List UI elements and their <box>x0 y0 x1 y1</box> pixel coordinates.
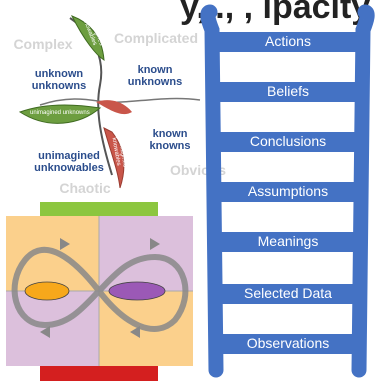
cynefin-diagram: Complex Complicated Obvious Chaotic unkn… <box>0 0 226 200</box>
domain-complicated: Complicated <box>113 30 198 46</box>
rung-5 <box>216 232 360 252</box>
rung-label-conclusions: Conclusions <box>249 133 327 149</box>
rung-6 <box>216 284 360 304</box>
domain-complex: Complex <box>13 36 73 52</box>
tag-left: unimagined unknowns <box>30 110 90 116</box>
right-oval <box>108 281 166 301</box>
rung-2 <box>215 82 361 102</box>
quadrant-known-knowns: known knowns <box>149 128 191 152</box>
quadrant-known-unknowns: known unknowns <box>127 64 183 88</box>
left-oval <box>24 281 70 301</box>
infinity-loop <box>11 246 189 332</box>
rung-1 <box>214 32 362 52</box>
rung-label-beliefs: Beliefs <box>266 83 310 99</box>
infinity-diagram <box>0 200 200 381</box>
ladder <box>190 0 385 381</box>
rung-label-selected-data: Selected Data <box>244 285 332 301</box>
ladder-svg <box>200 4 375 378</box>
quadrant-unimagined-unknowables: unimagined unknowables <box>34 150 104 174</box>
rung-label-assumptions: Assumptions <box>247 183 329 199</box>
rung-label-actions: Actions <box>265 33 311 49</box>
rung-label-meanings: Meanings <box>257 233 319 249</box>
infinity-svg <box>6 202 193 381</box>
rung-4 <box>215 182 361 202</box>
rung-3 <box>215 132 361 152</box>
rung-label-observations: Observations <box>246 335 330 351</box>
bottom-red-bar <box>40 366 158 381</box>
top-green-bar <box>40 202 158 216</box>
rung-7 <box>216 334 360 354</box>
cynefin-svg <box>18 15 201 189</box>
domain-chaotic: Chaotic <box>59 180 111 196</box>
quadrant-unknown-unknowns: unknown unknowns <box>31 68 87 92</box>
